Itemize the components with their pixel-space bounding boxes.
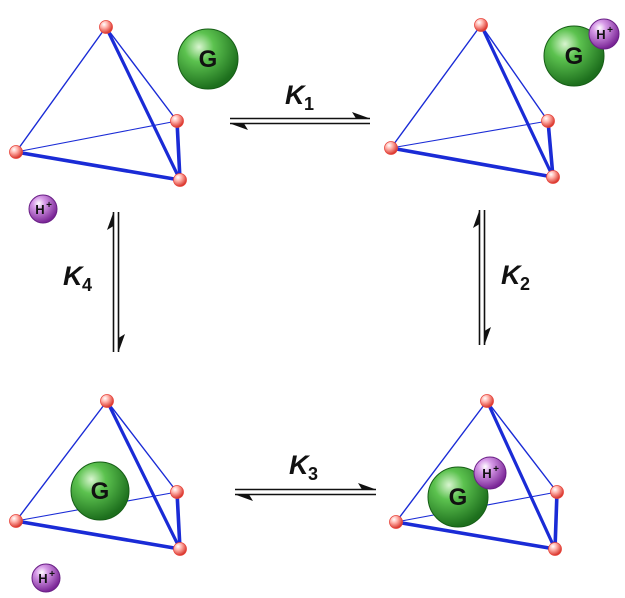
- up-arrow-head: [473, 210, 480, 228]
- reverse-arrow-head: [235, 494, 253, 501]
- metal-vertex: [170, 485, 184, 499]
- proton-label: H: [482, 466, 491, 481]
- cage-top-right: [384, 18, 560, 184]
- proton-charge: +: [46, 200, 52, 211]
- metal-vertex: [548, 542, 562, 556]
- proton-sphere: H+: [31, 563, 61, 593]
- cage-bottom-right: [389, 394, 564, 556]
- proton-sphere: H+: [588, 18, 620, 50]
- cage-edge: [486, 400, 558, 493]
- cage-edge: [14, 150, 182, 182]
- cage-top-left: [9, 20, 187, 187]
- cage-edge: [105, 26, 178, 122]
- cage-edge: [106, 400, 178, 493]
- metal-vertex: [173, 173, 187, 187]
- k-symbol: K: [285, 80, 307, 110]
- metal-vertex: [99, 20, 113, 34]
- metal-vertex: [170, 114, 184, 128]
- metal-vertex: [480, 394, 494, 408]
- equilibrium-arrows-k4: [107, 212, 125, 352]
- forward-arrow-head: [358, 483, 376, 490]
- proton-label: H: [35, 202, 44, 217]
- metal-vertex: [550, 485, 564, 499]
- metal-vertex: [173, 542, 187, 556]
- guest-ball: [427, 466, 489, 528]
- cage-edge: [553, 490, 559, 551]
- metal-vertex: [100, 394, 114, 408]
- cage-edge: [104, 25, 182, 182]
- equilibrium-arrows-k1: [230, 112, 370, 130]
- metal-vertex: [9, 145, 23, 159]
- cage-edge: [395, 400, 488, 523]
- proton-sphere: H+: [473, 456, 507, 490]
- equilibrium-arrows-k3: [235, 483, 376, 501]
- guest-sphere: G: [70, 461, 130, 521]
- cage-edge: [546, 119, 555, 179]
- metal-vertex: [474, 18, 488, 32]
- cage-edge: [485, 399, 557, 551]
- cage-edge: [394, 520, 557, 551]
- metal-vertex: [9, 514, 23, 528]
- proton-sphere: H+: [28, 194, 58, 224]
- proton-charge: +: [49, 569, 55, 580]
- cage-edge: [105, 399, 182, 551]
- metal-vertex: [389, 515, 403, 529]
- down-arrow-head: [484, 327, 491, 345]
- cage-edge: [175, 490, 182, 551]
- k-subscript: 3: [308, 464, 318, 484]
- cage-edge: [390, 120, 549, 149]
- cage-edge: [479, 23, 555, 179]
- reverse-arrow-head: [230, 123, 248, 130]
- k-symbol: K: [63, 261, 85, 291]
- guest-label: G: [91, 478, 110, 505]
- proton-ball: [31, 563, 61, 593]
- down-arrow-head: [118, 334, 125, 352]
- guest-sphere: G: [427, 466, 489, 528]
- k-subscript: 1: [304, 94, 314, 114]
- cage-edge: [480, 24, 549, 122]
- cage-edge: [15, 120, 178, 153]
- cage-edge: [15, 26, 107, 153]
- guest-sphere: G: [177, 28, 239, 90]
- proton-label: H: [596, 27, 605, 42]
- guest-label: G: [449, 484, 468, 511]
- k-subscript: 4: [82, 275, 92, 295]
- guest-label: G: [565, 43, 584, 70]
- cage-edge: [15, 400, 108, 522]
- proton-ball: [473, 456, 507, 490]
- cage-bottom-left: [9, 394, 187, 556]
- proton-label: H: [38, 571, 47, 586]
- guest-ball: [543, 25, 605, 87]
- guest-ball: [177, 28, 239, 90]
- k-symbol: K: [289, 450, 311, 480]
- cage-edge: [389, 146, 555, 179]
- metal-vertex: [384, 141, 398, 155]
- guest-sphere: G: [543, 25, 605, 87]
- forward-arrow-head: [352, 112, 370, 119]
- proton-ball: [28, 194, 58, 224]
- guest-label: G: [199, 46, 218, 73]
- metal-vertex: [541, 114, 555, 128]
- up-arrow-head: [107, 212, 114, 230]
- proton-ball: [588, 18, 620, 50]
- k-symbol: K: [501, 260, 523, 290]
- cage-edge: [14, 519, 182, 551]
- equilibrium-arrows-k2: [473, 210, 491, 345]
- cage-edge: [390, 24, 482, 149]
- proton-charge: +: [607, 25, 613, 36]
- proton-charge: +: [493, 464, 499, 475]
- guest-ball: [70, 461, 130, 521]
- metal-vertex: [546, 170, 560, 184]
- cage-edge: [175, 119, 182, 182]
- k-subscript: 2: [520, 274, 530, 294]
